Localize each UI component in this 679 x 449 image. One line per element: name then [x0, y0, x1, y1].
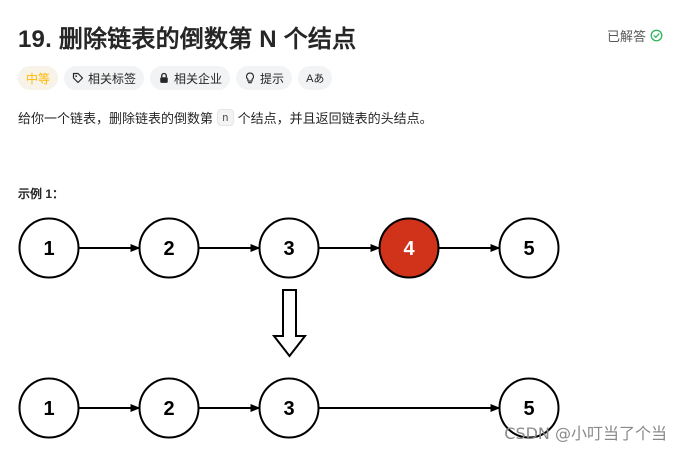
- after-node-3-circle: [498, 377, 560, 439]
- lightbulb-icon: [246, 72, 255, 84]
- problem-description: 给你一个链表，删除链表的倒数第 n 个结点，并且返回链表的头结点。: [18, 108, 433, 127]
- translate-icon: Aあ: [306, 73, 325, 85]
- description-after: 个结点，并且返回链表的头结点。: [237, 111, 433, 126]
- solved-label: 已解答: [606, 29, 646, 44]
- after-node-3-label: 5: [523, 398, 534, 420]
- hint-button[interactable]: 提示: [236, 66, 293, 90]
- before-node-1-label: 2: [163, 238, 174, 260]
- before-node-4-label: 5: [523, 238, 534, 260]
- page-title: 19. 删除链表的倒数第 N 个结点: [18, 26, 357, 53]
- after-node-2-label: 3: [283, 398, 294, 420]
- solved-status[interactable]: 已解答: [607, 26, 663, 45]
- tag-bar: 中等 相关标签 相关企业 提示 Aあ: [18, 66, 333, 90]
- inline-code-n: n: [217, 109, 234, 126]
- before-node-3-label: 4: [403, 238, 415, 260]
- related-tags-label: 相关标签: [88, 71, 137, 86]
- example-heading: 示例 1：: [18, 187, 65, 201]
- transform-down-arrow: [271, 289, 308, 358]
- description-before: 给你一个链表，删除链表的倒数第: [18, 111, 214, 126]
- before-node-4-circle: [498, 217, 560, 279]
- tag-icon: [72, 72, 84, 84]
- before-node-2-label: 3: [283, 238, 294, 260]
- related-companies-button[interactable]: 相关企业: [150, 66, 231, 90]
- related-companies-label: 相关企业: [174, 71, 223, 86]
- after-node-1-label: 2: [163, 398, 174, 420]
- lock-icon: [160, 72, 168, 83]
- translate-button[interactable]: Aあ: [298, 66, 333, 90]
- hint-label: 提示: [260, 71, 285, 86]
- check-circle-icon: [650, 29, 663, 42]
- difficulty-tag[interactable]: 中等: [18, 66, 59, 90]
- difficulty-label: 中等: [26, 71, 51, 86]
- before-node-0-label: 1: [43, 238, 54, 260]
- watermark: CSDN @小叮当了个当: [504, 424, 667, 443]
- after-node-0-label: 1: [43, 398, 54, 420]
- related-tags-button[interactable]: 相关标签: [64, 66, 145, 90]
- linked-list-diagram: 1 2 3 4 5 1 2 3 5: [18, 217, 560, 439]
